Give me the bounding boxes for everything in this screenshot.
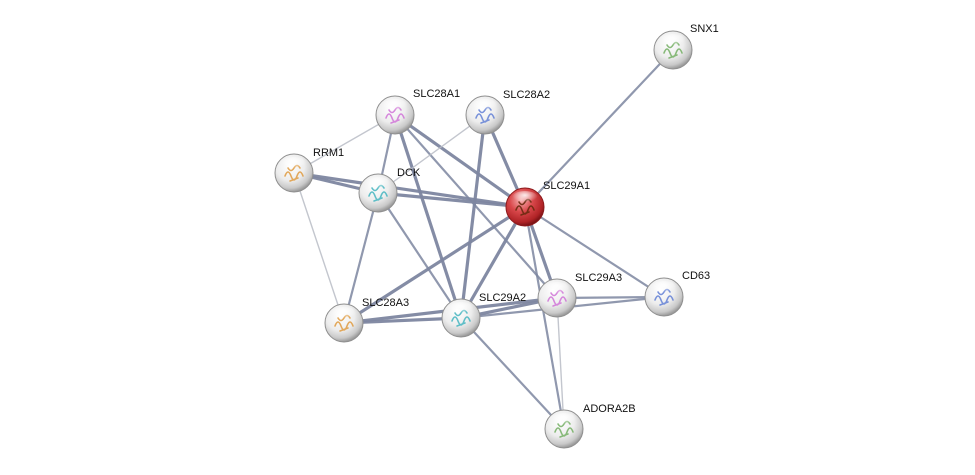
node-label: SNX1: [690, 23, 719, 35]
edge-slc28a2-dck[interactable]: [377, 114, 486, 194]
node-label: RRM1: [313, 147, 344, 159]
edge-slc28a2-slc29a2[interactable]: [459, 113, 487, 320]
edge-slc28a1-slc29a1[interactable]: [393, 113, 527, 209]
node-slc28a1[interactable]: SLC28A1: [375, 88, 460, 135]
node-highlight: [382, 99, 408, 113]
node-highlight: [651, 281, 677, 295]
node-highlight: [365, 177, 391, 191]
edge-dck-slc29a2[interactable]: [376, 191, 463, 320]
node-label: SLC29A3: [575, 272, 622, 284]
node-highlight: [512, 191, 538, 205]
node-label: SLC28A3: [362, 297, 409, 309]
node-slc28a2[interactable]: SLC28A2: [465, 89, 550, 135]
node-label: SLC28A2: [503, 89, 550, 101]
node-highlight: [551, 413, 577, 427]
node-label: CD63: [682, 270, 710, 282]
node-label: ADORA2B: [583, 403, 636, 415]
node-slc28a3[interactable]: SLC28A3: [324, 297, 409, 343]
node-slc29a1[interactable]: SLC29A1: [505, 180, 590, 227]
node-highlight: [331, 307, 357, 321]
node-slc29a3[interactable]: SLC29A3: [537, 272, 622, 318]
node-highlight: [472, 99, 498, 113]
node-highlight: [281, 157, 307, 171]
edge-dck-slc29a1[interactable]: [376, 191, 527, 209]
edge-slc29a1-adora2b[interactable]: [523, 205, 566, 431]
node-dck[interactable]: DCK: [358, 167, 421, 213]
edge-rrm1-slc28a3[interactable]: [293, 172, 345, 324]
edge-snx1-slc29a1[interactable]: [523, 48, 675, 209]
edge-slc29a1-slc28a3[interactable]: [342, 205, 527, 325]
edge-slc29a3-adora2b[interactable]: [556, 297, 565, 430]
node-label: SLC28A1: [413, 88, 460, 100]
node-label: DCK: [397, 167, 421, 179]
node-adora2b[interactable]: ADORA2B: [544, 403, 636, 449]
edge-slc28a1-slc29a2[interactable]: [393, 113, 463, 320]
node-slc29a2[interactable]: SLC29A2: [441, 292, 526, 338]
node-rrm1[interactable]: RRM1: [274, 147, 344, 193]
edge-rrm1-slc29a1[interactable]: [292, 171, 527, 209]
edge-slc29a1-cd63[interactable]: [523, 205, 666, 299]
edge-dck-slc28a3[interactable]: [342, 191, 380, 325]
node-label: SLC29A1: [543, 180, 590, 192]
node-highlight: [660, 34, 686, 48]
edge-slc29a1-slc29a2[interactable]: [459, 205, 527, 320]
node-snx1[interactable]: SNX1: [653, 23, 719, 70]
edge-slc28a1-slc29a3[interactable]: [393, 113, 559, 300]
edge-slc29a2-adora2b[interactable]: [459, 316, 566, 431]
node-highlight: [448, 302, 474, 316]
node-cd63[interactable]: CD63: [644, 270, 710, 317]
node-highlight: [544, 282, 570, 296]
node-label: SLC29A2: [479, 292, 526, 304]
